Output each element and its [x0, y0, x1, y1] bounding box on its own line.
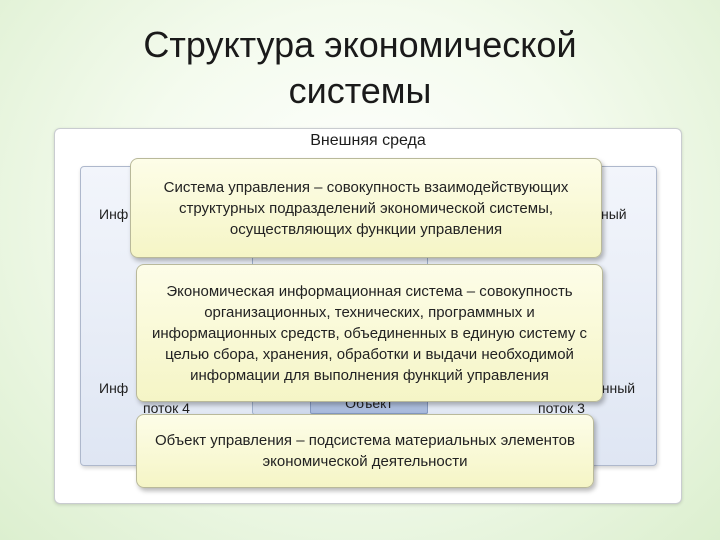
control-object-text: Объект управления – подсистема материаль…: [155, 432, 575, 470]
information-system-text: Экономическая информационная система – с…: [151, 282, 588, 384]
control-system-box: Система управления – совокупность взаимо…: [130, 158, 602, 258]
info-flow-label-left-top: Инф: [99, 206, 129, 222]
title-line-2: системы: [288, 70, 432, 111]
control-system-text: Система управления – совокупность взаимо…: [163, 178, 569, 238]
information-system-box: Экономическая информационная система – с…: [136, 264, 603, 402]
slide-title: Структура экономической системы: [0, 22, 720, 114]
info-flow-label-left-bottom: Инф: [99, 380, 129, 396]
flow-4-label: поток 4: [143, 400, 190, 416]
title-line-1: Структура экономической: [143, 24, 577, 65]
flow-3-label: поток 3: [538, 400, 585, 416]
info-flow-label-right-bottom: онный: [594, 380, 636, 396]
environment-label: Внешняя среда: [310, 132, 426, 149]
info-flow-label-right-top: ный: [601, 206, 627, 222]
control-object-box: Объект управления – подсистема материаль…: [136, 414, 594, 488]
